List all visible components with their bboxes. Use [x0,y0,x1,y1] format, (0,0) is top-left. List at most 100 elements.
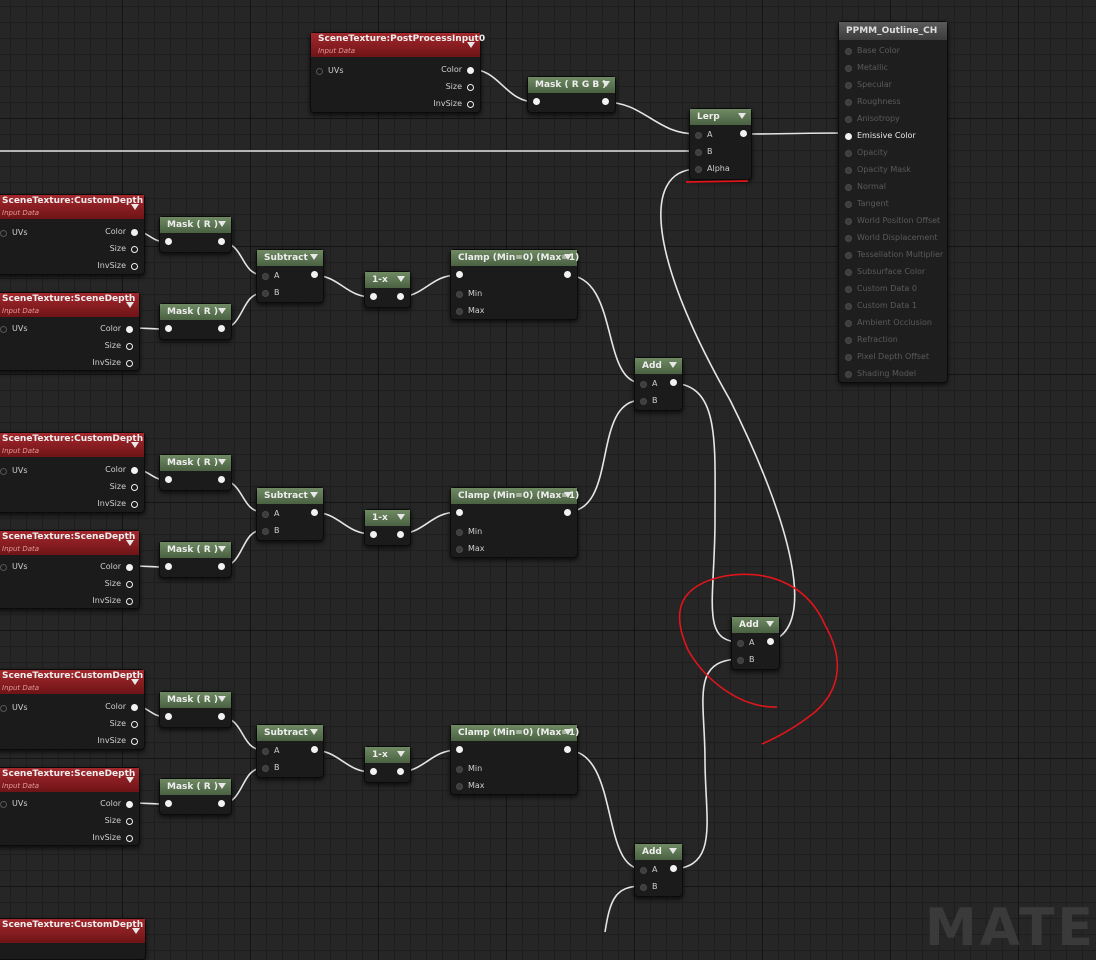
input-pin-a[interactable]: A [262,509,279,519]
output-pin-size[interactable]: Size [446,82,474,92]
output-pin[interactable] [218,238,225,245]
collapse-arrow-icon[interactable] [131,204,139,210]
output-pin[interactable] [670,865,677,872]
input-pin-b[interactable]: B [640,396,658,406]
input-pin-a[interactable]: A [262,271,279,281]
output-pin-color[interactable]: Color [100,799,133,809]
output-pin[interactable] [218,800,225,807]
input-pin[interactable] [456,509,463,516]
lerp-node[interactable]: Lerp A B Alpha [689,108,752,180]
output-node-pin[interactable]: Emissive Color [845,131,916,141]
collapse-arrow-icon[interactable] [564,254,572,260]
output-pin-invsize[interactable]: InvSize [92,596,133,606]
input-pin[interactable] [165,325,172,332]
output-node-pin[interactable]: World Displacement [845,233,937,243]
output-pin[interactable] [564,271,571,278]
output-pin-color[interactable]: Color [105,227,138,237]
mask-r-node-2a[interactable]: Mask ( R ) [159,454,232,491]
collapse-arrow-icon[interactable] [766,621,774,627]
output-pin[interactable] [397,531,404,538]
output-pin[interactable] [602,98,609,105]
input-pin-uvs[interactable]: UVs [0,466,28,476]
output-pin-color[interactable]: Color [100,324,133,334]
output-pin-size[interactable]: Size [105,579,133,589]
output-node-pin[interactable]: Custom Data 1 [845,301,917,311]
input-pin[interactable] [370,768,377,775]
scene-texture-custom-depth-node-4[interactable]: SceneTexture:CustomDepth [0,918,146,960]
collapse-arrow-icon[interactable] [564,492,572,498]
input-pin-min[interactable]: Min [456,764,482,774]
one-minus-node-3[interactable]: 1-x [364,746,411,783]
output-node-pin[interactable]: Opacity Mask [845,165,911,175]
collapse-arrow-icon[interactable] [467,42,475,48]
collapse-arrow-icon[interactable] [131,679,139,685]
collapse-arrow-icon[interactable] [126,302,134,308]
one-minus-node-2[interactable]: 1-x [364,509,411,546]
input-pin[interactable] [165,238,172,245]
output-node-pin[interactable]: Pixel Depth Offset [845,352,929,362]
input-pin[interactable] [533,98,540,105]
input-pin-uvs[interactable]: UVs [0,562,28,572]
input-pin-b[interactable]: B [262,288,280,298]
input-pin-a[interactable]: A [262,746,279,756]
one-minus-node-1[interactable]: 1-x [364,271,411,308]
output-node-pin[interactable]: Normal [845,182,886,192]
input-pin[interactable] [456,271,463,278]
collapse-arrow-icon[interactable] [397,751,405,757]
add-node-1[interactable]: Add A B [634,357,683,411]
output-node-pin[interactable]: Specular [845,80,892,90]
output-pin[interactable] [397,768,404,775]
output-pin[interactable] [740,130,747,137]
input-pin-max[interactable]: Max [456,306,485,316]
input-pin-max[interactable]: Max [456,544,485,554]
output-pin-color[interactable]: Color [100,562,133,572]
collapse-arrow-icon[interactable] [310,492,318,498]
collapse-arrow-icon[interactable] [218,308,226,314]
output-node-pin[interactable]: Base Color [845,46,900,56]
input-pin[interactable] [165,800,172,807]
add-node-3[interactable]: Add A B [634,843,683,897]
output-pin-color[interactable]: Color [105,702,138,712]
collapse-arrow-icon[interactable] [669,848,677,854]
output-node-pin[interactable]: Metallic [845,63,888,73]
collapse-arrow-icon[interactable] [669,362,677,368]
collapse-arrow-icon[interactable] [397,276,405,282]
collapse-arrow-icon[interactable] [218,783,226,789]
collapse-arrow-icon[interactable] [738,113,746,119]
output-node-pin[interactable]: Custom Data 0 [845,284,917,294]
output-pin[interactable] [564,746,571,753]
input-pin-uvs[interactable]: UVs [0,228,28,238]
output-pin-invsize[interactable]: InvSize [92,358,133,368]
output-node-pin[interactable]: Opacity [845,148,888,158]
mask-r-node-3b[interactable]: Mask ( R ) [159,778,232,815]
collapse-arrow-icon[interactable] [132,928,140,934]
input-pin-uvs[interactable]: UVs [0,799,28,809]
collapse-arrow-icon[interactable] [126,777,134,783]
output-pin-invsize[interactable]: InvSize [97,499,138,509]
input-pin-min[interactable]: Min [456,289,482,299]
input-pin-a[interactable]: A [640,865,657,875]
collapse-arrow-icon[interactable] [218,696,226,702]
output-node-pin[interactable]: Tessellation Multiplier [845,250,943,260]
output-pin[interactable] [311,509,318,516]
output-pin[interactable] [311,746,318,753]
collapse-arrow-icon[interactable] [218,221,226,227]
output-pin-invsize[interactable]: InvSize [97,736,138,746]
input-pin[interactable] [370,531,377,538]
output-node-pin[interactable]: Shading Model [845,369,916,379]
mask-rgb-node[interactable]: Mask ( R G B ) [527,76,616,113]
post-process-input-node[interactable]: SceneTexture:PostProcessInput0 Input Dat… [310,32,485,113]
output-pin[interactable] [311,271,318,278]
output-pin-size[interactable]: Size [105,341,133,351]
mask-r-node-3a[interactable]: Mask ( R ) [159,691,232,728]
output-pin-size[interactable]: Size [105,816,133,826]
